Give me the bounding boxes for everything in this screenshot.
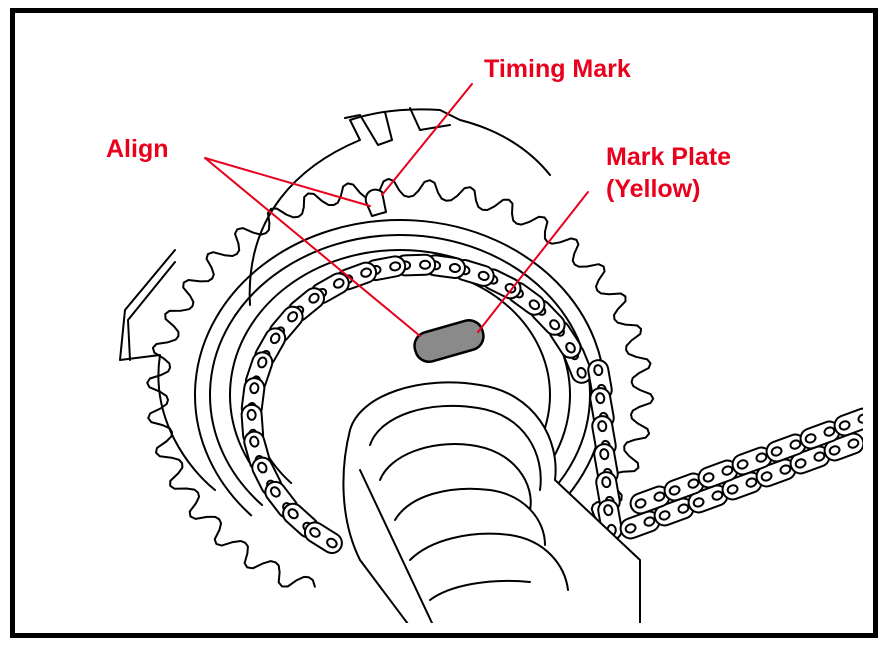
mark-plate [413,319,485,363]
timing-mark-label: Timing Mark [484,55,631,83]
timing-chain-on-sprocket [240,253,623,555]
camshaft [342,381,641,623]
sprocket-ring [209,234,591,522]
chain-link [833,407,863,437]
sprocket-back-plate-left [119,249,216,491]
timing-mark-notch [364,188,387,217]
timing-chain-run [619,407,863,540]
sprocket-back-plate [248,108,551,306]
sprocket-ring [229,249,571,510]
chain-link [303,521,343,555]
mark-plate-label: Mark Plate [606,143,732,171]
leader-lines [204,83,589,337]
align-label: Align [106,135,169,163]
mark-plate-color-label: (Yellow) [606,175,701,203]
camshaft-sprocket-teeth [146,177,655,595]
